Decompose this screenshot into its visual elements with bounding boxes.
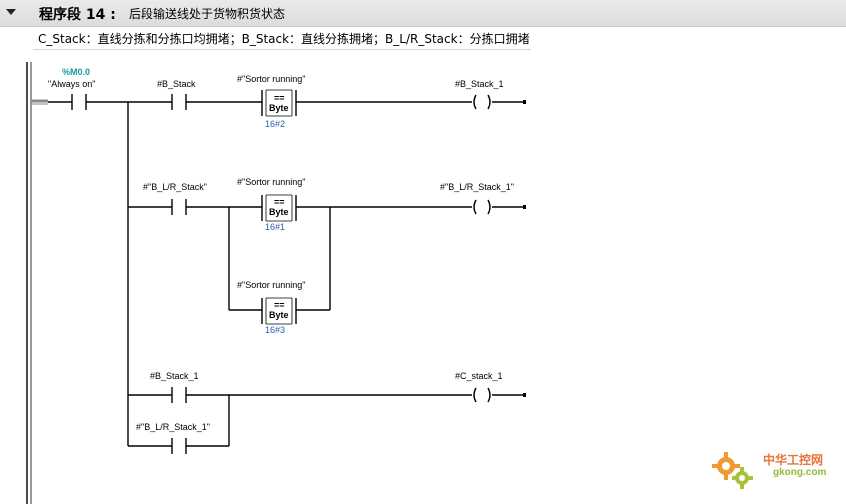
always-on-name: "Always on"	[48, 79, 95, 89]
segment-comment: C_Stack：直线分拣和分拣口均拥堵；B_Stack：直线分拣拥堵；B_L/R…	[38, 32, 530, 46]
collapse-triangle-icon[interactable]	[5, 7, 17, 17]
b-lr-stack-1-contact-label: #"B_L/R_Stack_1"	[136, 422, 210, 432]
comparator-3-operand: #"Sortor running"	[237, 280, 305, 290]
comparator-1-type: Byte	[269, 103, 289, 113]
gkong-logo-icon	[712, 452, 753, 489]
segment-header[interactable]: 程序段 14 : 后段输送线处于货物积货状态	[0, 0, 846, 27]
contact-b-stack	[171, 94, 187, 110]
b-stack-1-contact-label: #B_Stack_1	[150, 371, 199, 381]
comparator-2-op: ==	[274, 197, 285, 207]
comparator-2-type: Byte	[269, 207, 289, 217]
always-on-address: %M0.0	[62, 67, 90, 77]
segment-comment-field[interactable]: C_Stack：直线分拣和分拣口均拥堵；B_Stack：直线分拣拥堵；B_L/R…	[33, 27, 531, 50]
contact-b-lr-stack-1	[171, 438, 187, 454]
comparator-1-operand: #"Sortor running"	[237, 74, 305, 84]
coil-c-stack-1-label: #C_stack_1	[455, 371, 503, 381]
coil-b-stack-1-label: #B_Stack_1	[455, 79, 504, 89]
comparator-2-operand: #"Sortor running"	[237, 177, 305, 187]
comparator-1	[261, 89, 297, 117]
comparator-2	[261, 194, 297, 222]
comparator-1-op: ==	[274, 93, 285, 103]
comparator-1-value: 16#2	[265, 119, 285, 129]
comparator-2-value: 16#1	[265, 222, 285, 232]
segment-title[interactable]: 后段输送线处于货物积货状态	[129, 7, 286, 21]
coil-b-lr-stack-1-label: #"B_L/R_Stack_1"	[440, 182, 514, 192]
comparator-3-value: 16#3	[265, 325, 285, 335]
contact-b-lr-stack	[171, 199, 187, 215]
comparator-3-type: Byte	[269, 310, 289, 320]
contact-always-on	[71, 94, 87, 110]
b-stack-label: #B_Stack	[157, 79, 196, 89]
contact-b-stack-1	[171, 387, 187, 403]
comparator-3-op: ==	[274, 300, 285, 310]
segment-label: 程序段 14 :	[39, 7, 116, 23]
coil-b-stack-1	[473, 94, 491, 110]
comparator-3	[261, 297, 297, 325]
coil-c-stack-1	[473, 387, 491, 403]
coil-b-lr-stack-1	[473, 199, 491, 215]
watermark-en: gkong.com	[773, 467, 827, 478]
b-lr-stack-label: #"B_L/R_Stack"	[143, 182, 207, 192]
watermark-cn: 中华工控网	[763, 453, 824, 467]
